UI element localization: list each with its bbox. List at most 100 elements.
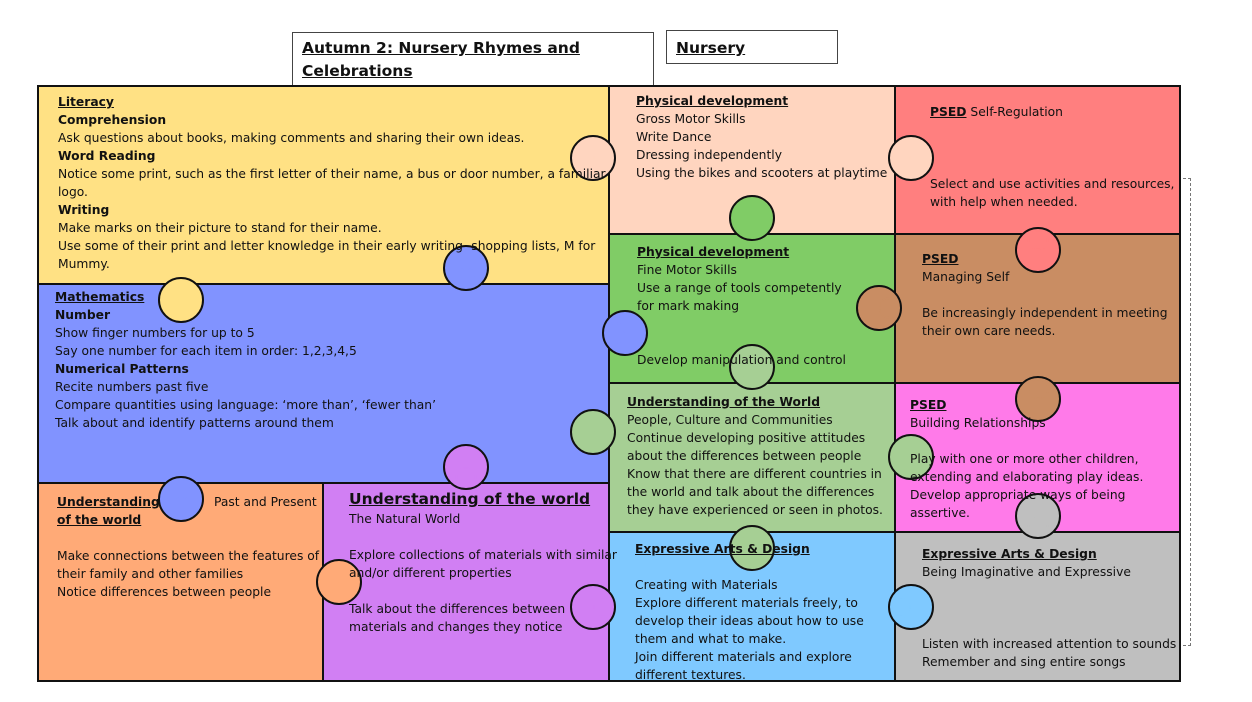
physical-gross-line: Gross Motor Skills <box>636 112 746 126</box>
uw-natural-text: Understanding of the world The Natural W… <box>349 488 617 636</box>
arts-imaginative-line: Listen with increased attention to sound… <box>922 637 1177 651</box>
puzzle-knob-join <box>457 468 475 486</box>
puzzle-knob <box>316 559 362 605</box>
piece-literacy <box>38 86 609 284</box>
puzzle-knob-join <box>892 149 910 167</box>
uw-past-line: Make connections between the features of <box>57 549 320 563</box>
physical-fine-line: Use a range of tools competently <box>637 281 842 295</box>
dashed-frame <box>1178 178 1191 646</box>
literacy-subheading: Word Reading <box>58 149 156 163</box>
psed-relationships-line: extending and elaborating play ideas. <box>910 470 1144 484</box>
psed-self-line: their own care needs. <box>922 324 1056 338</box>
uw-past-line: their family and other families <box>57 567 244 581</box>
uw-past-strand: Past and Present <box>214 495 317 509</box>
puzzle-knob <box>729 525 775 571</box>
piece-maths <box>38 284 609 483</box>
arts-imaginative-text: Expressive Arts & Design Being Imaginati… <box>922 545 1176 671</box>
psed-relationships-line: Building Relationships <box>910 416 1046 430</box>
uw-past-heading: Understanding <box>57 495 160 509</box>
physical-gross-text: Physical development Gross Motor Skills … <box>636 92 887 182</box>
uw-past-text: Understanding of the world Make connecti… <box>57 493 319 601</box>
maths-subheading: Number <box>55 308 111 322</box>
maths-line: Compare quantities using language: ‘more… <box>55 398 436 412</box>
psed-regulation-title: Self-Regulation <box>970 105 1063 119</box>
piece-arts-imaginative <box>895 532 1180 681</box>
puzzle-knob-join <box>320 573 338 591</box>
puzzle-knob-join <box>1029 517 1047 535</box>
physical-fine-line: Fine Motor Skills <box>637 263 737 277</box>
literacy-line: Notice some print, such as the first let… <box>58 167 606 181</box>
maths-subheading: Numerical Patterns <box>55 362 189 376</box>
puzzle-knob <box>1015 227 1061 273</box>
arts-materials-line: Explore different materials freely, to <box>635 596 858 610</box>
psed-self-line: Managing Self <box>922 270 1010 284</box>
physical-gross-heading: Physical development <box>636 94 789 108</box>
arts-materials-line: them and what to make. <box>635 632 787 646</box>
arts-materials-heading: Expressive Arts & Design <box>635 542 810 556</box>
puzzle-knob <box>888 135 934 181</box>
uw-people-line: about the differences between people <box>627 449 862 463</box>
literacy-text: Literacy Comprehension Ask questions abo… <box>58 93 606 273</box>
literacy-line: Mummy. <box>58 257 110 271</box>
maths-heading: Mathematics <box>55 290 145 304</box>
literacy-subheading: Writing <box>58 203 110 217</box>
puzzle-knob-join <box>743 219 761 237</box>
psed-self-line: Be increasingly independent in meeting <box>922 306 1168 320</box>
physical-fine-heading: Physical development <box>637 245 790 259</box>
puzzle-knob <box>888 434 934 480</box>
physical-fine-line: Develop manipulation and control <box>637 353 846 367</box>
physical-fine-text: Physical development Fine Motor Skills U… <box>637 243 846 369</box>
puzzle-knob-join <box>594 149 612 167</box>
uw-natural-heading: Understanding of the world <box>349 490 591 508</box>
psed-relationships-line: assertive. <box>910 506 970 520</box>
uw-people-line: People, Culture and Communities <box>627 413 833 427</box>
puzzle-knob <box>443 245 489 291</box>
uw-past-heading: of the world <box>57 513 142 527</box>
uw-natural-line: Talk about the differences between <box>349 602 566 616</box>
physical-gross-line: Using the bikes and scooters at playtime <box>636 166 888 180</box>
uw-natural-line: and/or different properties <box>349 566 512 580</box>
uw-people-text: Understanding of the World People, Cultu… <box>627 393 883 519</box>
puzzle-knob-join <box>1029 380 1047 398</box>
puzzle-knob <box>888 584 934 630</box>
puzzle-knob <box>443 444 489 490</box>
psed-regulation-line: with help when needed. <box>930 195 1078 209</box>
psed-regulation-text: PSED Self-Regulation Select and use acti… <box>930 103 1174 211</box>
psed-self-text: PSED Managing Self Be increasingly indep… <box>922 250 1168 340</box>
puzzle-knob <box>729 195 775 241</box>
maths-line: Say one number for each item in order: 1… <box>55 344 357 358</box>
arts-imaginative-heading: Expressive Arts & Design <box>922 547 1097 561</box>
physical-fine-line: for mark making <box>637 299 740 313</box>
physical-gross-line: Write Dance <box>636 130 712 144</box>
arts-materials-line: develop their ideas about how to use <box>635 614 864 628</box>
puzzle-knob <box>856 285 902 331</box>
puzzle-knob <box>1015 493 1061 539</box>
year-group-label: Nursery <box>666 30 838 64</box>
literacy-line: logo. <box>58 185 88 199</box>
psed-relationships-text: PSED Building Relationships Play with on… <box>910 396 1143 522</box>
piece-uw-natural <box>323 483 609 681</box>
literacy-heading: Literacy <box>58 95 114 109</box>
puzzle-knob <box>729 344 775 390</box>
puzzle-knob-join <box>892 598 910 616</box>
piece-psed-regulation <box>895 86 1180 234</box>
puzzle-knob-join <box>1029 231 1047 249</box>
psed-regulation-heading: PSED <box>930 105 967 119</box>
puzzle-knob-join <box>743 529 761 547</box>
physical-gross-line: Dressing independently <box>636 148 782 162</box>
puzzle-knob <box>158 277 204 323</box>
arts-materials-line: different textures. <box>635 668 746 682</box>
uw-people-line: they have experienced or seen in photos. <box>627 503 883 517</box>
literacy-line: Use some of their print and letter knowl… <box>58 239 596 253</box>
psed-relationships-heading: PSED <box>910 398 947 412</box>
puzzle-knob-join <box>892 448 910 466</box>
puzzle-knob <box>570 584 616 630</box>
literacy-line: Ask questions about books, making commen… <box>58 131 525 145</box>
puzzle-knob-join <box>172 480 190 498</box>
puzzle-knob <box>570 409 616 455</box>
psed-self-heading: PSED <box>922 252 959 266</box>
puzzle-knob-join <box>594 423 612 441</box>
uw-past-line: Notice differences between people <box>57 585 272 599</box>
uw-past-side-label: Past and Present <box>214 493 317 511</box>
